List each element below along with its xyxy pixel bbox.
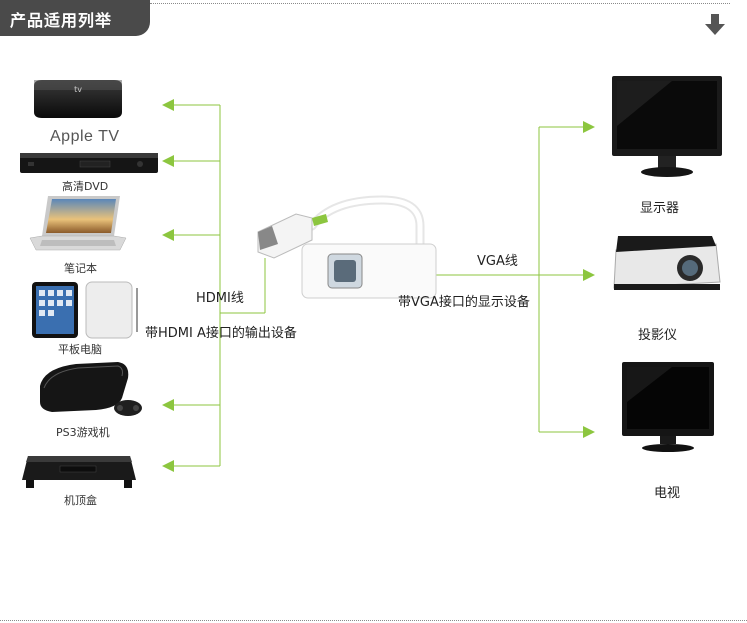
svg-text:tv: tv bbox=[74, 85, 82, 94]
laptop-device bbox=[28, 194, 128, 258]
monitor-device bbox=[612, 76, 724, 180]
apple-tv-device: tv bbox=[28, 78, 128, 128]
settop-label: 机顶盒 bbox=[64, 492, 97, 508]
hdmi-vga-adapter bbox=[252, 192, 442, 304]
dvd-label: 高清DVD bbox=[62, 178, 108, 194]
projector-label: 投影仪 bbox=[638, 324, 677, 343]
laptop-label: 笔记本 bbox=[64, 260, 97, 276]
tablet-label: 平板电脑 bbox=[58, 341, 102, 357]
vga-cable-label: VGA线 bbox=[477, 250, 518, 269]
tv-label: 电视 bbox=[654, 482, 680, 501]
settop-device bbox=[20, 450, 140, 494]
tablet-device bbox=[30, 280, 140, 340]
tv-device bbox=[622, 362, 718, 456]
hdmi-cable-label: HDMI线 bbox=[196, 287, 244, 306]
ps3-label: PS3游戏机 bbox=[56, 424, 110, 440]
apple-tv-label: Apple TV bbox=[50, 128, 120, 146]
monitor-label: 显示器 bbox=[640, 197, 679, 216]
ps3-device bbox=[36, 358, 146, 422]
hdmi-description: 带HDMI A接口的输出设备 bbox=[145, 322, 297, 341]
projector-device bbox=[612, 234, 722, 296]
vga-description: 带VGA接口的显示设备 bbox=[398, 291, 530, 310]
dvd-player-device bbox=[20, 150, 160, 178]
